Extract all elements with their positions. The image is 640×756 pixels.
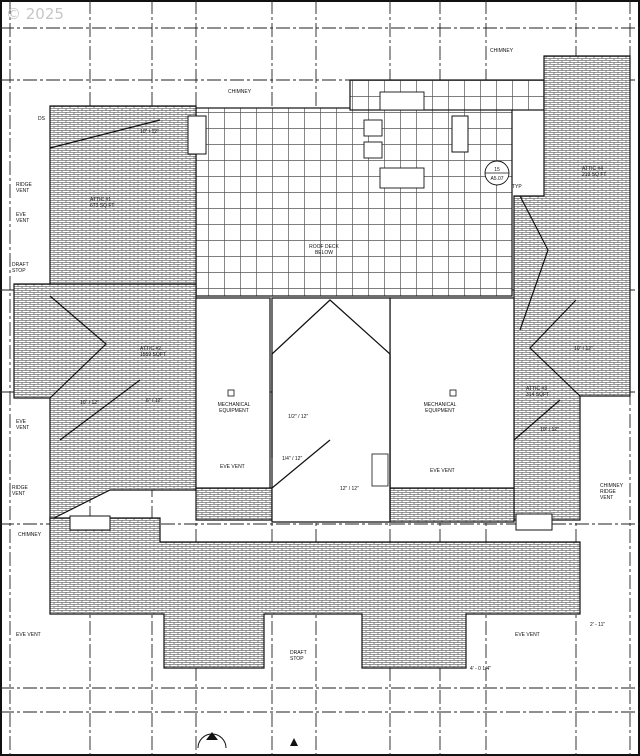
label-eve-vent-center-right: EVE VENT [430, 468, 455, 474]
label-typ: TYP [512, 184, 522, 190]
label-s10-12-b: 10" / 12" [80, 400, 99, 406]
label-chimney-top-left: CHIMNEY [228, 89, 252, 95]
label-s6-12: 6" / 12" [146, 398, 162, 404]
label-s12-12: 12" / 12" [340, 486, 359, 492]
label-s10-12-c: 10" / 12" [540, 427, 559, 433]
deck-furniture [363, 91, 425, 189]
shingle-roofs [13, 55, 631, 669]
label-s1-2-12: 1/2" / 12" [288, 414, 308, 420]
label-s1-4-12: 1/4" / 12" [282, 456, 302, 462]
section-tag-top: 15 [494, 167, 500, 173]
chimney-right [451, 115, 469, 153]
mech-unit-left [227, 389, 235, 397]
label-eve-vent-bottom-left: EVE VENT [16, 632, 41, 638]
label-d2-11: 2' - 11" [590, 622, 605, 628]
north-arrow [197, 732, 298, 749]
label-eve-vent-bottom-right: EVE VENT [515, 632, 540, 638]
vent-box [371, 453, 389, 487]
label-s10-12-a: 10" / 12" [140, 129, 159, 135]
interior-zones [195, 297, 515, 523]
roof-center-low-right [389, 487, 515, 523]
label-ds: DS [38, 116, 46, 122]
center-valley [271, 297, 391, 523]
mech-unit-right [449, 389, 457, 397]
label-chimney-left: CHIMNEY [18, 532, 42, 538]
label-eve-vent-center-left: EVE VENT [220, 464, 245, 470]
chimney-right-low [515, 513, 553, 531]
roof-bottom-main [49, 517, 581, 669]
roof-center-low-left [195, 487, 273, 521]
chimney-left-low [69, 515, 111, 531]
ridge-lines [49, 119, 581, 520]
roof-left-wing [49, 105, 197, 297]
watermark: © 2025 [6, 5, 64, 23]
chimney-left [187, 115, 207, 155]
label-chimney-top-right: CHIMNEY [490, 48, 514, 54]
roof-left-lower [13, 283, 197, 521]
roof-deck-upper [349, 79, 545, 111]
section-tag-bottom: A5.07 [490, 176, 503, 182]
roof-right-tower [513, 55, 631, 521]
label-s10-12-right: 10" / 12" [574, 346, 593, 352]
label-d-vert: 4' - 0 1/4" [470, 666, 491, 672]
